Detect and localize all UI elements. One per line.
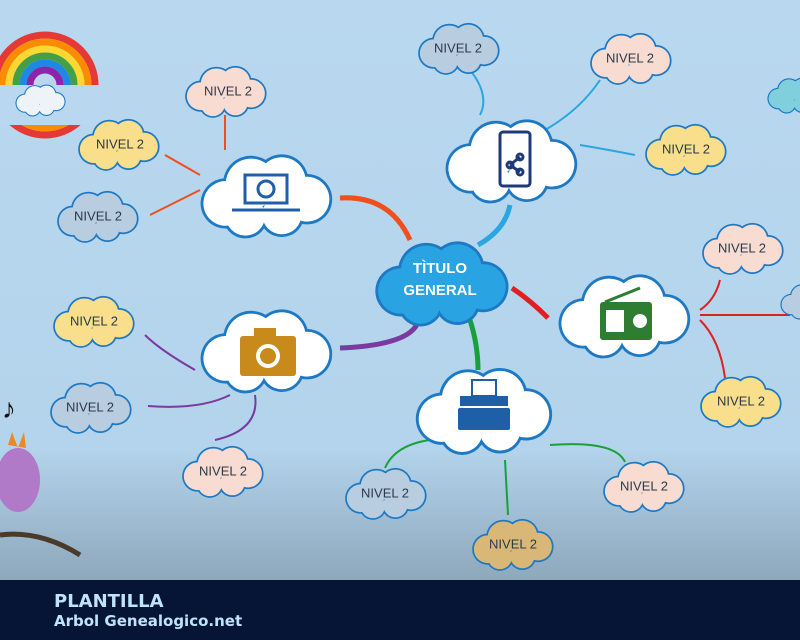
- footer-banner: [0, 580, 800, 640]
- bird-decoration: ♪: [0, 393, 82, 558]
- node-level2: NIVEL 2: [489, 536, 537, 552]
- camera-icon: [240, 328, 296, 376]
- connector-camera: [339, 320, 421, 351]
- laptop-icon: [232, 173, 300, 212]
- node-level2: NIVEL 2: [74, 208, 122, 224]
- node-level2: NIVEL 2: [718, 240, 766, 256]
- connector-phone: [476, 204, 513, 248]
- node-level2: NIVEL 2: [66, 399, 114, 415]
- node-level2: NIVEL 2: [361, 485, 409, 501]
- typewriter-icon: [458, 379, 510, 430]
- node-level2: NIVEL 2: [204, 83, 252, 99]
- node-level2: NIVEL 2: [620, 478, 668, 494]
- node-level2: NIVEL 2: [717, 393, 765, 409]
- connector-laptop: [339, 195, 413, 242]
- connector-radio: [510, 285, 550, 320]
- node-level2: NIVEL 2: [96, 136, 144, 152]
- connector-typewriter: [467, 319, 481, 371]
- node-level2: NIVEL 2: [662, 141, 710, 157]
- node-level2: NIVEL 2: [199, 463, 247, 479]
- smartphone-share-icon: [498, 130, 532, 188]
- node-level2: NIVEL 2: [606, 50, 654, 66]
- footer-title: PLANTILLA: [54, 591, 164, 612]
- footer-site-link[interactable]: Arbol Genealogico.net: [54, 612, 243, 630]
- node-level2: NIVEL 2: [434, 40, 482, 56]
- node-level2: NIVEL 2: [70, 313, 118, 329]
- radio-icon: [600, 286, 652, 340]
- svg-text:♪: ♪: [2, 393, 16, 424]
